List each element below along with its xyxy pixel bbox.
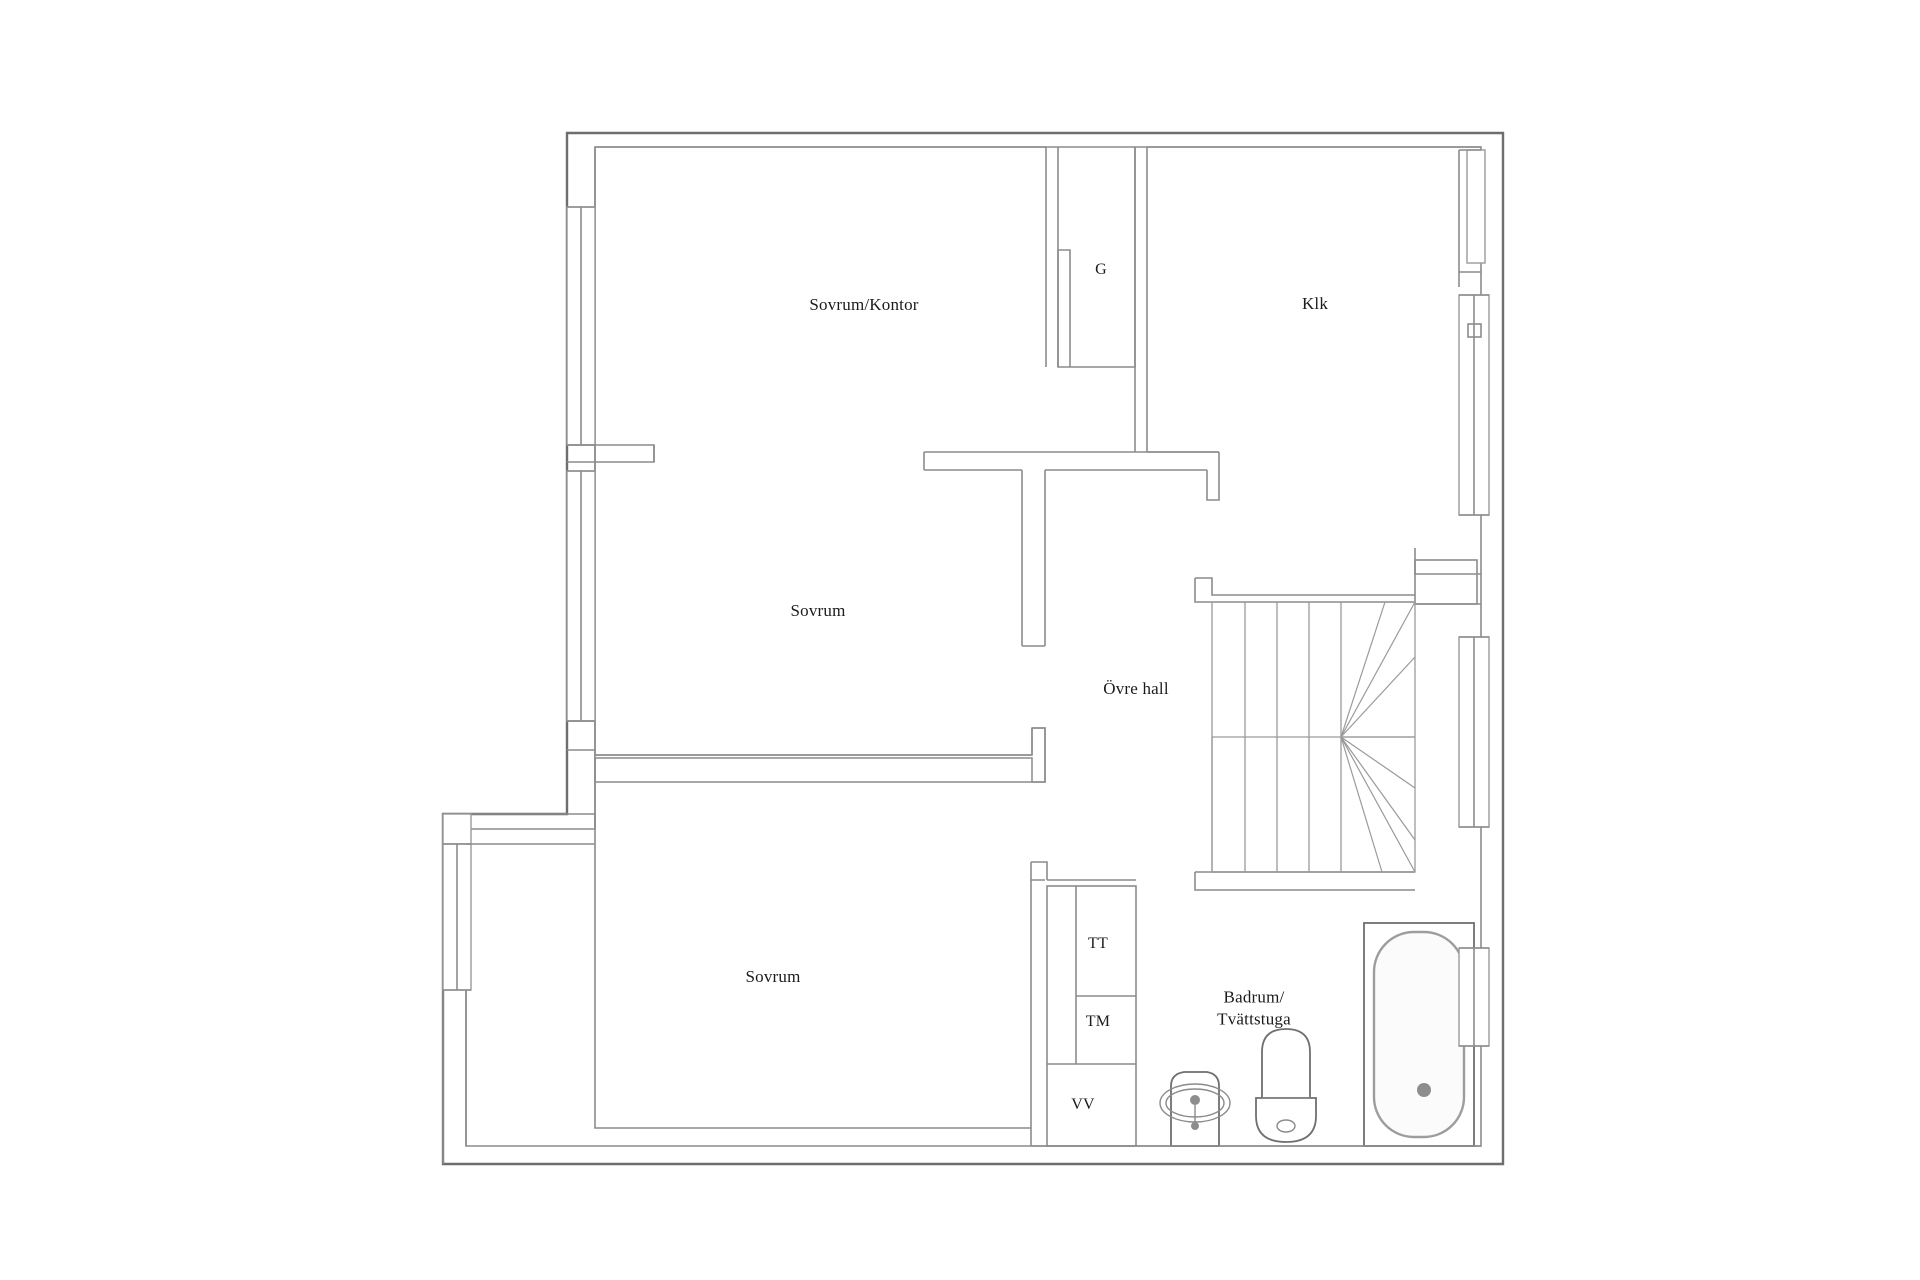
bathtub-icon xyxy=(1363,922,1475,1147)
window-right-stair xyxy=(1458,636,1490,828)
wall-t-junction xyxy=(923,451,1220,647)
window-right-bath xyxy=(1458,947,1490,1047)
room-label-badrum-tvattstuga: Badrum/ Tvättstuga xyxy=(1217,987,1291,1028)
window-left-upper xyxy=(566,206,596,446)
window-left-bottom xyxy=(442,843,472,991)
room-label-vv: VV xyxy=(1071,1095,1095,1113)
room-label-tt: TT xyxy=(1088,934,1108,952)
staircase xyxy=(1194,577,1416,891)
room-inner-line-sovrum-low xyxy=(594,829,1031,1129)
toilet-icon xyxy=(1255,1028,1317,1143)
outer-walls xyxy=(441,131,1505,1166)
stair-head-niche xyxy=(1414,548,1481,605)
window-left-middle xyxy=(566,470,596,722)
window-right-top xyxy=(1458,149,1486,287)
sink-icon xyxy=(1159,1071,1231,1147)
window-right-upper xyxy=(1458,294,1490,516)
room-label-klk: Klk xyxy=(1301,294,1329,314)
room-outline-klk xyxy=(1147,146,1481,453)
wall-stub-left-upper xyxy=(567,444,655,463)
window-detail-square xyxy=(1467,323,1482,338)
room-label-ovre-hall: Övre hall xyxy=(1103,679,1169,699)
room-label-tm: TM xyxy=(1085,1012,1111,1030)
wall-stub-left-lower xyxy=(567,720,595,751)
room-label-sovrum-low: Sovrum xyxy=(745,967,801,987)
room-label-sovrum-mid: Sovrum xyxy=(790,601,846,621)
room-label-sovrum-kontor: Sovrum/Kontor xyxy=(809,295,919,315)
room-label-garderob: G xyxy=(1095,260,1107,278)
wall-divider-mid-low xyxy=(594,727,1046,783)
room-outline-sovrum-kontor xyxy=(594,146,1046,829)
closet-g xyxy=(1045,147,1148,452)
